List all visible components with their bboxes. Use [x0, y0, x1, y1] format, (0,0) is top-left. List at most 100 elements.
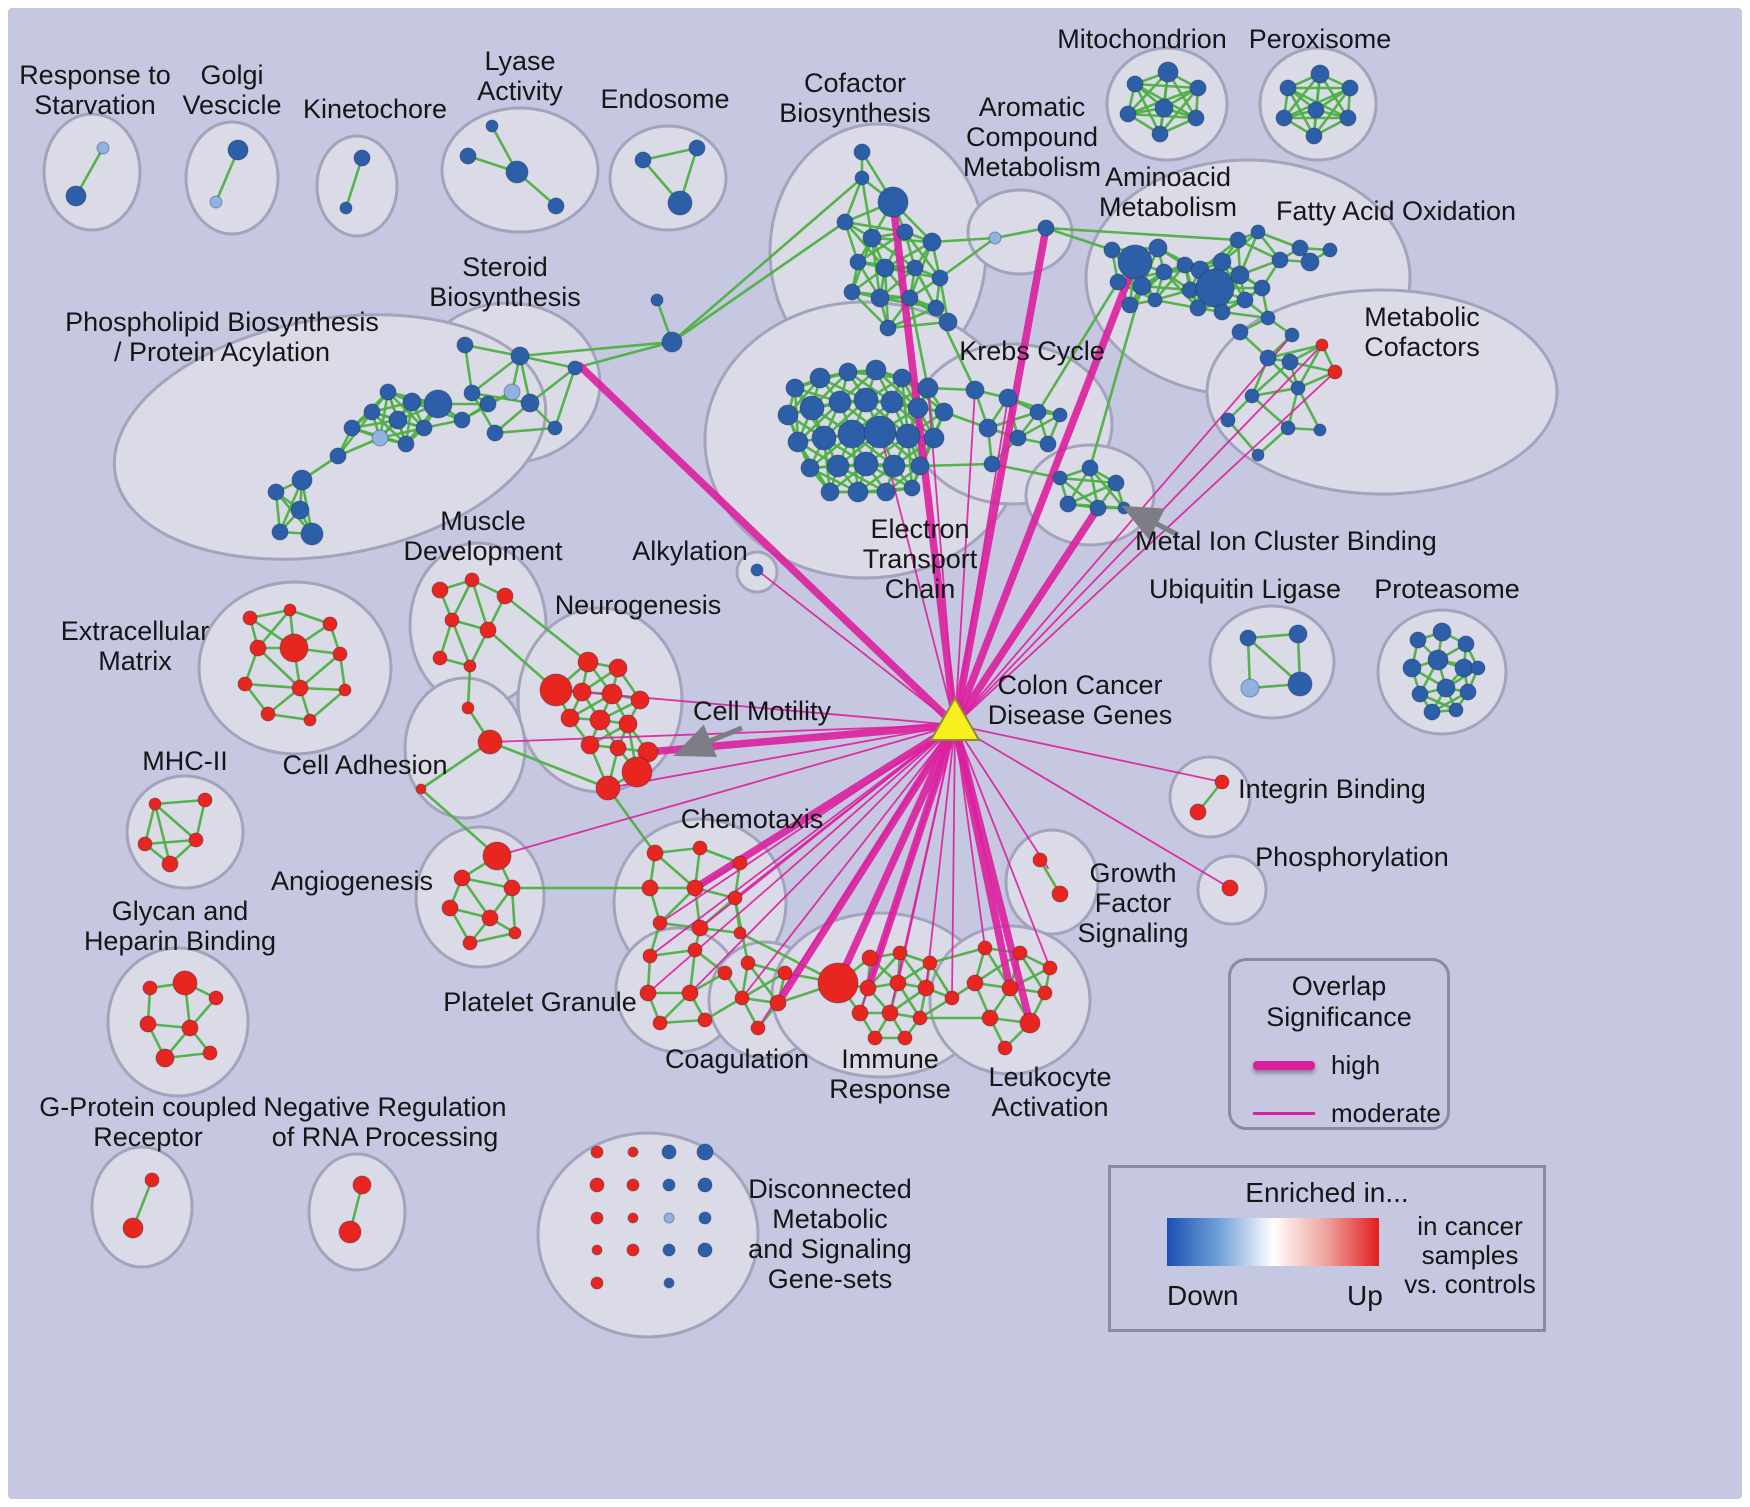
gene-set-node	[1189, 299, 1207, 317]
overlap-edge	[1251, 395, 1289, 429]
gene-set-node	[237, 676, 253, 692]
gene-set-node	[698, 1211, 712, 1225]
gene-set-node	[977, 940, 993, 956]
label-chemotaxis: Chemotaxis	[681, 804, 824, 834]
overlap-edge-moderate	[689, 724, 956, 994]
gene-set-node	[1126, 75, 1144, 93]
gene-set-node	[740, 955, 756, 971]
gene-set-node	[639, 984, 657, 1002]
gene-set-node	[481, 909, 499, 927]
gene-set-node	[290, 500, 310, 520]
overlap-edge	[1296, 344, 1324, 389]
label-endosome: Endosome	[600, 84, 729, 114]
gene-set-node	[1042, 960, 1058, 976]
gene-set-node	[1402, 658, 1422, 678]
gene-set-node	[1459, 683, 1477, 701]
overlap-legend-row-moderate: moderate	[1231, 1098, 1447, 1129]
overlap-edge	[450, 579, 474, 621]
gene-set-node	[441, 899, 459, 917]
gene-set-node	[577, 651, 599, 673]
gene-set-node	[717, 965, 733, 981]
overlap-edge-moderate	[607, 724, 956, 789]
overlap-edge-moderate	[954, 371, 1336, 726]
overlap-edge	[519, 340, 673, 358]
gene-set-node	[1436, 678, 1456, 698]
gene-set-node	[181, 1019, 199, 1037]
gene-set-node	[618, 714, 638, 734]
gene-set-node	[415, 419, 433, 437]
gene-set-node	[363, 403, 381, 421]
enrichment-gradient-bar	[1167, 1218, 1379, 1266]
overlap-edge	[671, 220, 846, 344]
gene-set-node	[1313, 423, 1327, 437]
gene-set-node	[572, 682, 592, 702]
gene-set-node	[1339, 109, 1357, 127]
overlap-edge	[887, 306, 937, 330]
gene-set-node	[1151, 125, 1169, 143]
gene-set-node	[144, 1172, 160, 1188]
gene-set-node	[1147, 292, 1163, 308]
gene-set-node	[1250, 224, 1266, 240]
gene-set-node	[589, 1177, 605, 1193]
label-peroxisome: Peroxisome	[1249, 24, 1392, 54]
gene-set-node	[1457, 635, 1475, 653]
gene-set-node	[626, 1178, 640, 1192]
gene-set-node	[1470, 660, 1486, 676]
gene-set-node	[627, 1212, 639, 1224]
gene-set-node	[547, 197, 565, 215]
gene-set-node	[503, 383, 521, 401]
overlap-edge	[746, 962, 780, 1004]
gene-set-node	[279, 633, 309, 663]
gene-set-node	[917, 979, 935, 997]
gene-set-node	[998, 388, 1018, 408]
gene-set-node	[1214, 774, 1230, 790]
gene-set-node	[777, 404, 799, 426]
overlap-edge	[1312, 87, 1352, 137]
gene-set-node	[650, 293, 664, 307]
enrichment-down-label: Down	[1167, 1280, 1239, 1311]
gene-set-node	[560, 708, 580, 728]
gene-set-node	[510, 346, 530, 366]
overlap-edge	[1296, 387, 1322, 431]
gene-set-node	[1052, 407, 1068, 423]
cluster-cell-adhesion	[403, 676, 527, 820]
gene-set-node	[379, 383, 397, 401]
gene-set-node	[727, 890, 743, 906]
colon-cancer-hub-triangle	[929, 695, 981, 741]
overlap-edge	[154, 798, 206, 806]
gene-set-node	[1001, 979, 1019, 997]
high-significance-label: high	[1331, 1050, 1381, 1080]
gene-set-node	[1181, 281, 1199, 299]
gene-set-node	[785, 378, 805, 398]
label-cell-motility: Cell Motility	[693, 696, 832, 726]
gene-set-node	[172, 970, 198, 996]
label-proteasome: Proteasome	[1374, 574, 1520, 604]
overlap-edge-moderate	[496, 724, 956, 857]
label-mitochondrion: Mitochondrion	[1057, 24, 1227, 54]
overlap-edge	[461, 876, 513, 890]
gene-set-node	[988, 231, 1002, 245]
overlap-edge-moderate	[555, 689, 956, 726]
gene-set-node	[912, 1010, 928, 1026]
gene-set-node	[1281, 353, 1299, 371]
gene-set-node	[249, 639, 267, 657]
cluster-extracellular-matrix	[197, 580, 393, 756]
overlap-edge-moderate	[954, 724, 1223, 783]
gene-set-node	[630, 690, 650, 710]
gene-set-node	[686, 879, 704, 897]
overlap-edge	[309, 689, 346, 721]
overlap-edge	[519, 354, 576, 370]
overlap-edge	[460, 877, 492, 919]
overlap-edge	[244, 682, 301, 690]
gene-set-node	[837, 419, 867, 449]
gene-set-node	[934, 402, 954, 422]
overlap-edge	[606, 787, 657, 854]
gene-set-node	[861, 949, 879, 967]
gene-set-node	[65, 185, 87, 207]
